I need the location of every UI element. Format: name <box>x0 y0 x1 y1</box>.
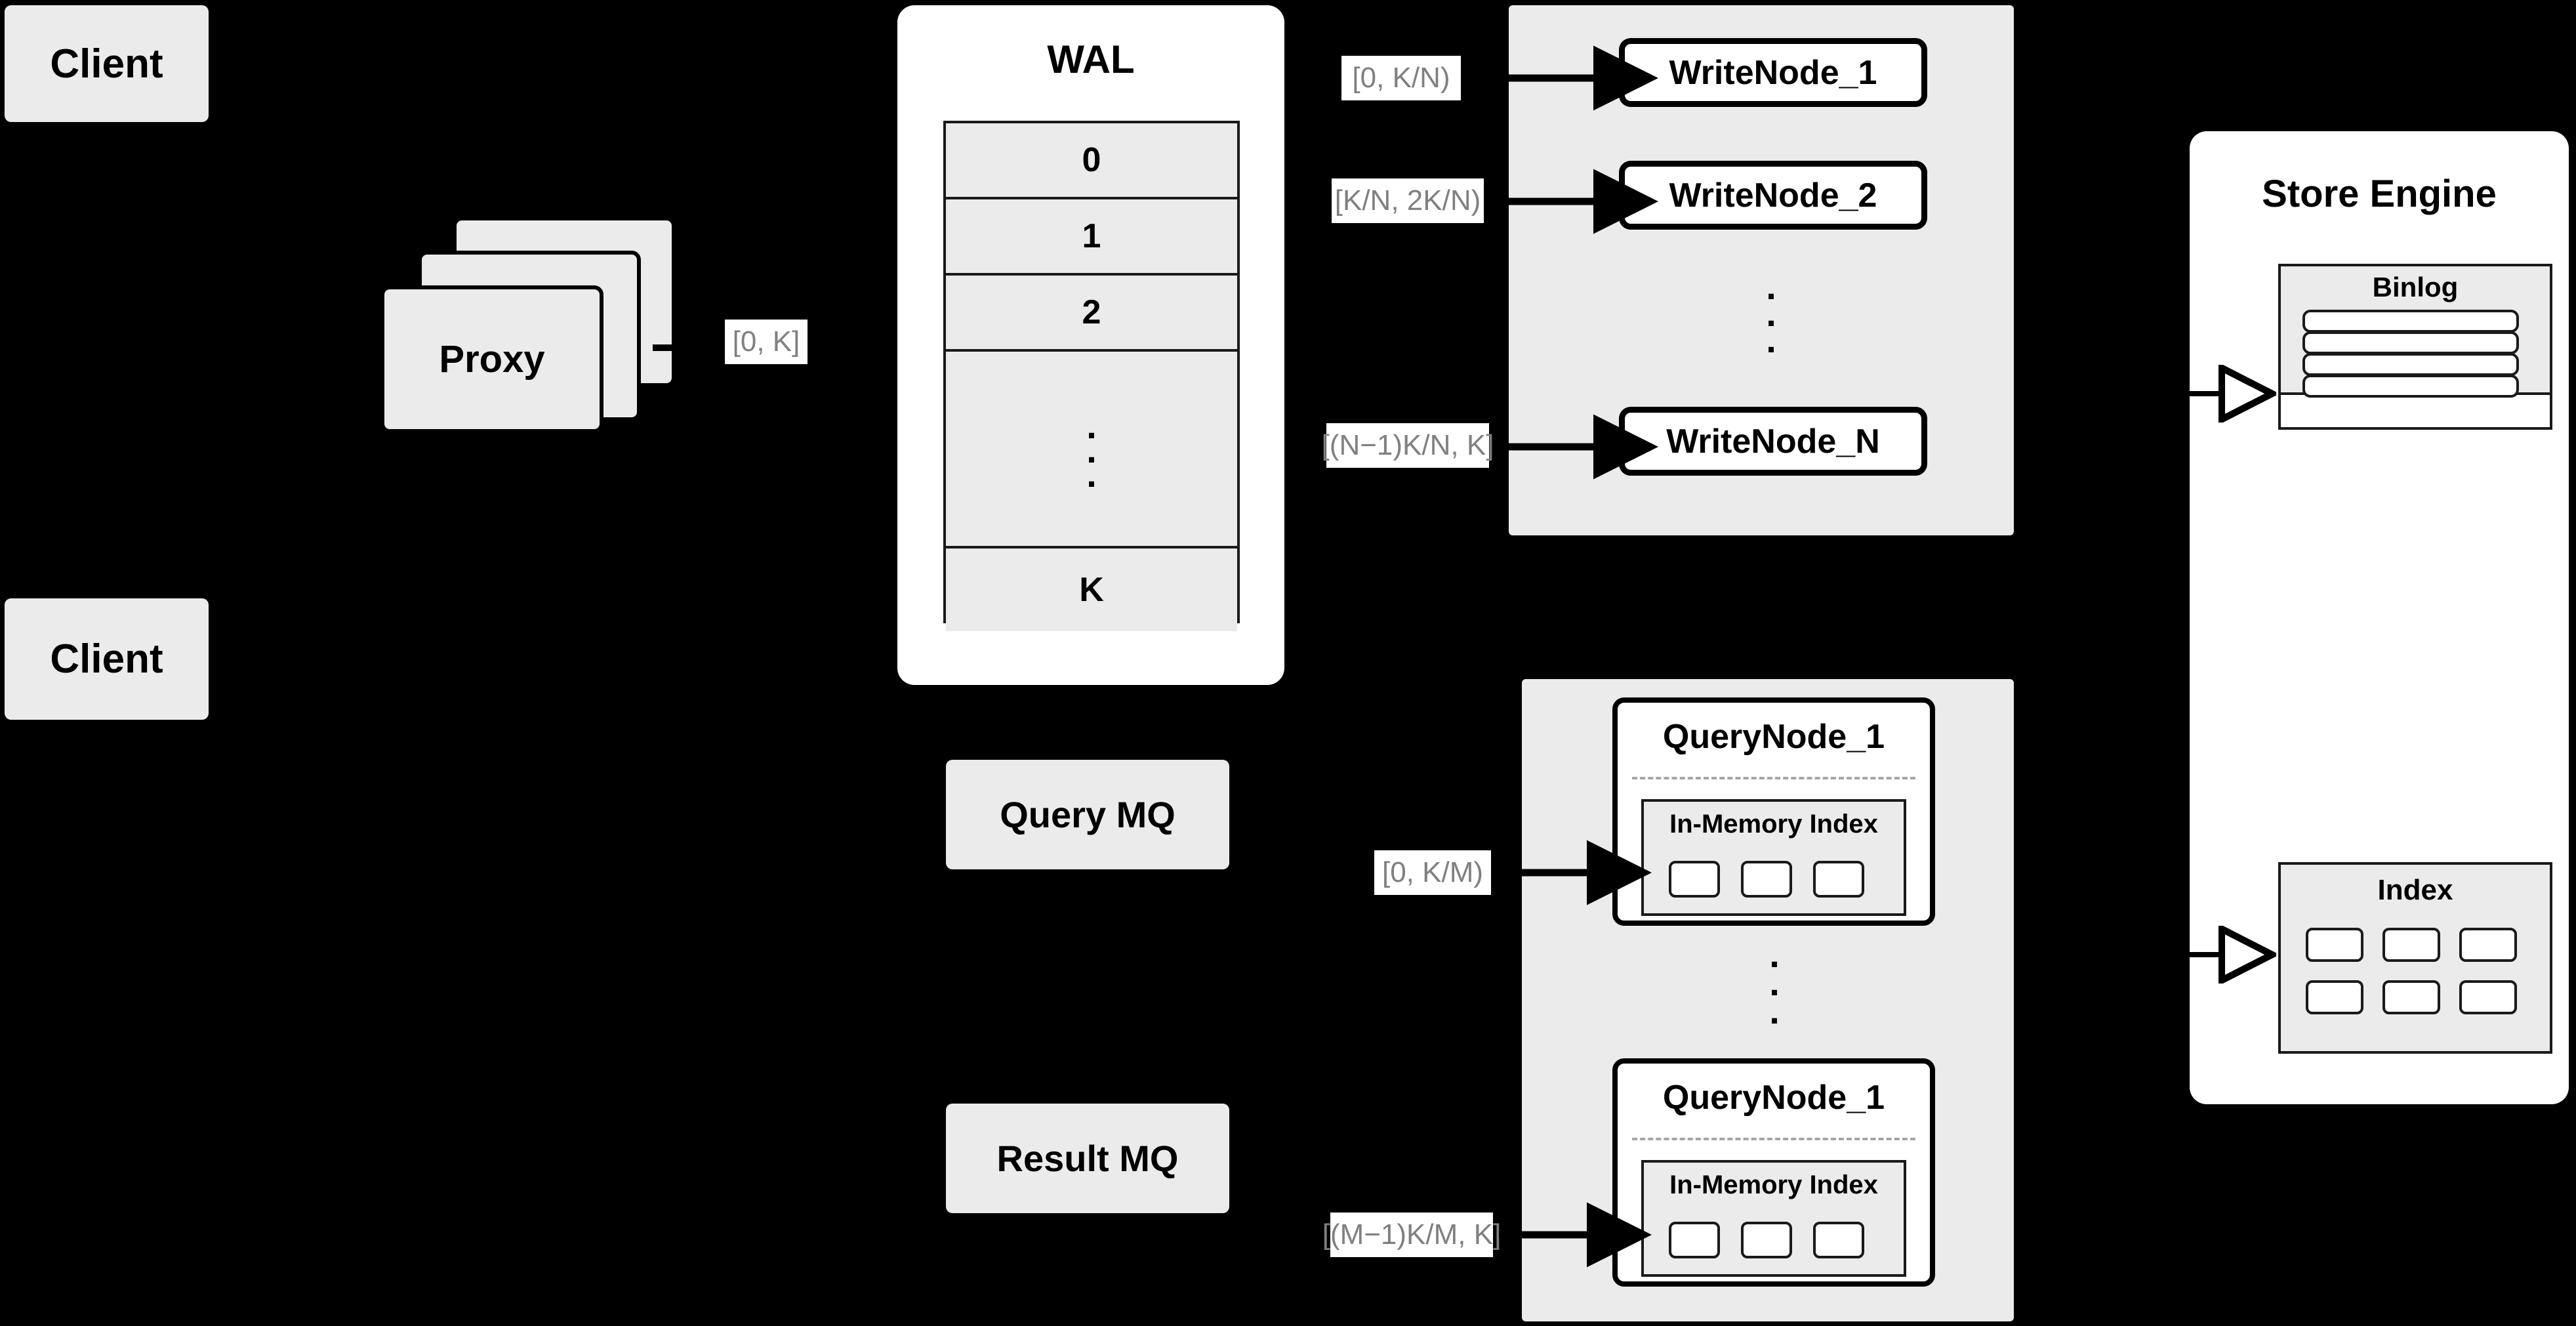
index-chip <box>1669 1222 1720 1258</box>
wal-row: 2 <box>946 276 1237 352</box>
query-node-title: QueryNode_1 <box>1662 1079 1885 1117</box>
query-node-separator <box>1632 1138 1915 1140</box>
query-node-1[interactable]: QueryNode_1 In-Memory Index <box>1612 697 1935 926</box>
query-cluster-ellipsis: ... <box>1769 934 1780 1032</box>
binlog-bar <box>2302 375 2519 398</box>
query-node-2[interactable]: QueryNode_1 In-Memory Index <box>1612 1058 1935 1287</box>
query-node-separator <box>1632 777 1915 779</box>
index-chip <box>1741 1222 1792 1258</box>
write-node-n[interactable]: WriteNode_N <box>1619 407 1927 476</box>
wal-row-ellipsis: ... <box>946 352 1237 549</box>
in-memory-index-panel: In-Memory Index <box>1641 799 1906 916</box>
client-label: Client <box>50 636 163 682</box>
client-box-1[interactable]: Client <box>5 5 209 122</box>
query-mq-box[interactable]: Query MQ <box>946 760 1229 869</box>
query-mq-label: Query MQ <box>1000 794 1176 835</box>
wal-title: WAL <box>1047 37 1135 81</box>
proxy-label: Proxy <box>439 338 545 381</box>
result-mq-label: Result MQ <box>996 1138 1179 1179</box>
wal-row: 1 <box>946 199 1237 276</box>
index-chip <box>1813 1222 1864 1258</box>
write-node-label: WriteNode_2 <box>1669 176 1877 215</box>
binlog-panel-box: Binlog <box>2278 264 2552 398</box>
proxy-range-label: [0, K] <box>725 320 808 364</box>
index-chip <box>2306 980 2363 1014</box>
write-node-2-range-label: [K/N, 2K/N) <box>1332 178 1484 223</box>
write-node-label: WriteNode_1 <box>1669 53 1877 92</box>
in-memory-index-title: In-Memory Index <box>1669 1171 1878 1199</box>
index-title: Index <box>2377 874 2453 906</box>
write-node-1-range-label: [0, K/N) <box>1341 56 1461 100</box>
index-chip <box>1741 861 1792 898</box>
index-chip <box>1669 861 1720 898</box>
store-engine-title: Store Engine <box>2262 173 2497 215</box>
index-panel: Index <box>2278 862 2552 1054</box>
index-chip <box>2306 928 2363 962</box>
result-mq-box[interactable]: Result MQ <box>946 1104 1229 1213</box>
index-chip <box>2382 980 2440 1014</box>
in-memory-index-title: In-Memory Index <box>1669 810 1878 839</box>
client-box-2[interactable]: Client <box>5 598 209 720</box>
query-node-1-range-label: [0, K/M) <box>1374 850 1491 895</box>
wal-row: 0 <box>946 123 1237 199</box>
binlog-title: Binlog <box>2372 272 2459 302</box>
query-node-2-range-label: [(M−1)K/M, K] <box>1322 1212 1501 1257</box>
write-node-label: WriteNode_N <box>1666 422 1880 461</box>
index-chip <box>1813 861 1864 898</box>
write-node-2[interactable]: WriteNode_2 <box>1619 161 1927 230</box>
proxy-stack[interactable]: Proxy <box>380 217 689 433</box>
write-node-1[interactable]: WriteNode_1 <box>1619 38 1927 107</box>
index-chip <box>2459 980 2517 1014</box>
in-memory-index-panel: In-Memory Index <box>1641 1160 1906 1277</box>
write-node-n-range-label: [(N−1)K/N, K] <box>1322 423 1494 468</box>
write-cluster-ellipsis: ... <box>1766 266 1776 361</box>
binlog-panel-frame <box>2278 264 2552 430</box>
index-chip <box>2459 928 2517 962</box>
client-label: Client <box>50 41 163 87</box>
wal-vertical-dots: ... <box>1086 405 1097 495</box>
query-node-title: QueryNode_1 <box>1662 718 1885 756</box>
index-chip <box>2382 928 2440 962</box>
wal-row: K <box>946 549 1237 631</box>
wal-entry-table: 0 1 2 ... K <box>943 121 1240 631</box>
proxy-card-front[interactable]: Proxy <box>380 285 603 433</box>
